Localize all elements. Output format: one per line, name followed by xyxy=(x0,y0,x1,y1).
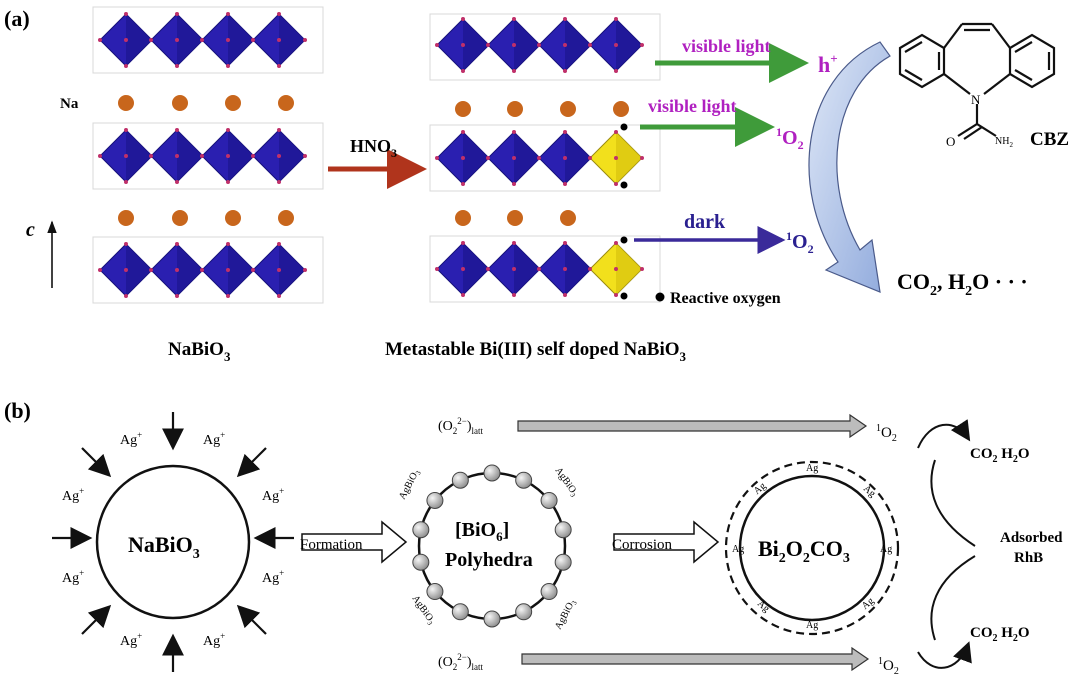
left-layer-top xyxy=(92,6,324,74)
svg-text:Ag+: Ag+ xyxy=(262,568,284,586)
agbio3-bead xyxy=(412,521,430,539)
svg-text:Ag: Ag xyxy=(880,544,892,555)
agbio3-bead xyxy=(426,491,444,509)
agbio3-bead xyxy=(451,603,469,621)
nabio3-particle xyxy=(95,464,251,620)
singlet-oxygen-dark: 1O2 xyxy=(786,229,814,256)
sodium-row-right-2 xyxy=(455,210,576,226)
singlet-oxygen-bottom: 1O2 xyxy=(878,656,899,677)
polyhedra-line1: [BiO6] xyxy=(455,519,509,544)
agbio3-bead xyxy=(554,553,572,571)
degradation-arrow xyxy=(808,41,891,293)
agbio3-bead xyxy=(412,553,430,571)
reactive-oxygen-legend: Reactive oxygen xyxy=(670,290,781,307)
left-layer-middle xyxy=(92,122,324,190)
product-bottom: CO2 H2O xyxy=(970,625,1030,644)
agbio3-bead xyxy=(540,491,558,509)
svg-text:AgBiO3: AgBiO3 xyxy=(552,465,581,499)
agbio3-bead xyxy=(515,603,533,621)
lattice-bottom-label: (O22−)latt xyxy=(438,652,484,672)
formation-label: Formation xyxy=(300,537,363,553)
cbz-molecule xyxy=(898,22,1056,140)
right-layer-middle xyxy=(429,124,661,192)
svg-text:Ag+: Ag+ xyxy=(62,486,84,504)
svg-text:Ag+: Ag+ xyxy=(203,631,225,649)
agbio3-bead xyxy=(515,471,533,489)
bi2o2co3-label: Bi2O2CO3 xyxy=(758,536,850,566)
agbio3-bead xyxy=(426,583,444,601)
svg-text:AgBiO3: AgBiO3 xyxy=(553,597,579,632)
c-axis-label: c xyxy=(26,219,35,241)
ag-shell xyxy=(724,460,900,636)
svg-text:Ag+: Ag+ xyxy=(203,430,225,448)
left-layer-bottom xyxy=(92,236,324,304)
ag-ion-arrows xyxy=(52,412,294,672)
curve-bottom-to-product xyxy=(917,641,972,669)
cbz-nitrogen: N xyxy=(971,92,981,107)
reactive-oxygen-legend-dot xyxy=(655,292,665,302)
adsorbed-line2: RhB xyxy=(1014,550,1043,566)
na-label: Na xyxy=(60,96,79,112)
panel-b-label: (b) xyxy=(4,398,31,423)
product-top: CO2 H2O xyxy=(970,446,1030,465)
agbio3-bead xyxy=(540,583,558,601)
svg-text:AgBiO3: AgBiO3 xyxy=(397,467,423,502)
lattice-top-arrow xyxy=(517,413,868,439)
svg-text:Ag+: Ag+ xyxy=(120,631,142,649)
left-caption: NaBiO3 xyxy=(168,339,231,364)
agbio3-bead xyxy=(554,521,572,539)
svg-text:Ag+: Ag+ xyxy=(262,486,284,504)
sodium-row-left-1 xyxy=(118,95,294,111)
nabio3-label: NaBiO3 xyxy=(128,532,200,562)
agbio3-bead xyxy=(451,471,469,489)
curve-rhb-top xyxy=(930,459,976,547)
lattice-bottom-arrow xyxy=(521,646,870,672)
curve-top-to-product xyxy=(917,419,971,449)
cbz-amine: NH2 xyxy=(995,136,1013,149)
svg-text:Ag+: Ag+ xyxy=(120,430,142,448)
curve-rhb-bottom xyxy=(930,555,976,641)
right-layer-bottom xyxy=(429,235,661,303)
svg-text:Ag: Ag xyxy=(732,544,744,555)
reagent-label: HNO3 xyxy=(350,136,397,160)
cbz-label: CBZ xyxy=(1030,129,1069,150)
final-products: CO2, H2O · · · xyxy=(897,269,1028,299)
corrosion-label: Corrosion xyxy=(612,537,673,553)
ag-ion-labels: Ag+ Ag+ Ag+ Ag+ Ag+ Ag+ Ag+ Ag+ xyxy=(62,430,284,649)
sodium-row-right-1 xyxy=(455,101,629,117)
svg-text:Ag+: Ag+ xyxy=(62,568,84,586)
pathway-3-label: dark xyxy=(684,211,726,233)
reactive-oxygen-dots xyxy=(620,123,628,300)
agbio3-bead xyxy=(483,610,501,628)
agbio3-bead xyxy=(483,464,501,482)
right-layer-top xyxy=(429,13,661,81)
lattice-top-label: (O22−)latt xyxy=(438,416,484,436)
singlet-oxygen-visible: 1O2 xyxy=(776,125,804,152)
bi2o2co3-particle xyxy=(738,474,886,622)
corrosion-arrow xyxy=(613,520,720,564)
hole-product: h+ xyxy=(818,51,838,77)
pathway-1-label: visible light xyxy=(682,36,771,56)
right-caption: Metastable Bi(III) self doped NaBiO3 xyxy=(385,339,687,364)
agbio3-beads xyxy=(412,464,572,628)
sodium-row-left-2 xyxy=(118,210,294,226)
polyhedra-line2: Polyhedra xyxy=(445,549,533,571)
singlet-oxygen-top: 1O2 xyxy=(876,423,897,444)
svg-text:Ag: Ag xyxy=(755,598,771,614)
formation-arrow xyxy=(301,520,408,564)
cbz-oxygen: O xyxy=(946,134,955,149)
panel-a-label: (a) xyxy=(4,6,30,31)
svg-text:Ag: Ag xyxy=(806,463,818,474)
pathway-2-label: visible light xyxy=(648,96,737,116)
svg-text:Ag: Ag xyxy=(806,620,818,631)
adsorbed-line1: Adsorbed xyxy=(1000,530,1063,546)
